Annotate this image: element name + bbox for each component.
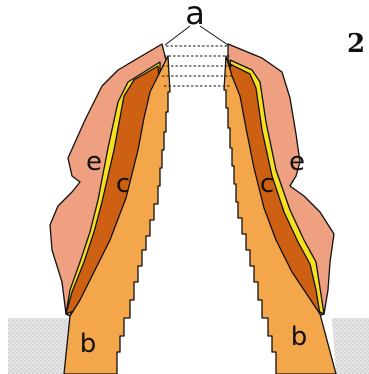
label-c-left: c — [116, 169, 130, 199]
label-b-right: b — [291, 322, 308, 352]
right-structure — [224, 44, 336, 374]
label-a: a — [185, 0, 205, 32]
label-b-left: b — [80, 329, 97, 359]
label-c-right: c — [260, 169, 274, 199]
ground-right — [332, 318, 369, 374]
label-e-left: e — [86, 147, 102, 177]
figure-number: 2 — [347, 29, 365, 59]
label-e-right: e — [289, 147, 305, 177]
gap-dashed-lines — [162, 46, 232, 86]
ground-left — [8, 318, 70, 374]
